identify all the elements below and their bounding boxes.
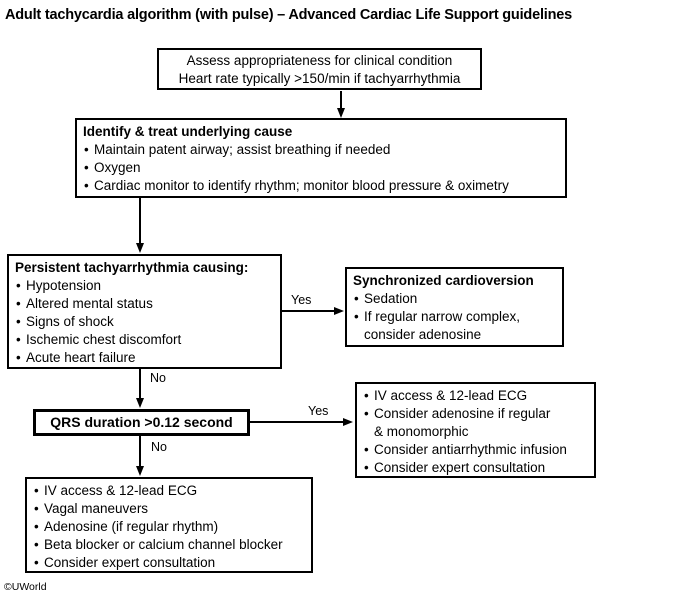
qrs-duration-text: QRS duration >0.12 second (50, 414, 233, 430)
bullet-item: Hypotension (15, 277, 274, 295)
bullet-item: Consider antiarrhythmic infusion (363, 441, 588, 459)
assess-line-2: Heart rate typically >150/min if tachyar… (178, 70, 461, 86)
assess-line-1: Assess appropriateness for clinical cond… (186, 53, 453, 68)
bullet-item: Signs of shock (15, 313, 274, 331)
wide-complex-box: IV access & 12-lead ECG Consider adenosi… (355, 382, 596, 478)
assess-box: Assess appropriateness for clinical cond… (157, 48, 482, 90)
bullet-item: Beta blocker or calcium channel blocker (33, 536, 305, 554)
narrow-complex-box: IV access & 12-lead ECG Vagal maneuvers … (25, 477, 313, 573)
bullet-item: Sedation (353, 290, 556, 308)
uworld-watermark: ©UWorld (4, 581, 47, 593)
yes-label-wide-complex: Yes (308, 404, 329, 418)
identify-treat-box: Identify & treat underlying cause Mainta… (75, 118, 567, 198)
bullet-item: IV access & 12-lead ECG (363, 387, 588, 405)
bullet-item: Acute heart failure (15, 349, 274, 367)
identify-treat-header: Identify & treat underlying cause (83, 124, 293, 139)
bullet-item: Consider expert consultation (363, 459, 588, 477)
synchronized-cardioversion-box: Synchronized cardioversion Sedation If r… (345, 267, 564, 347)
persistent-header: Persistent tachyarrhythmia causing: (15, 260, 249, 275)
bullet-item: Cardiac monitor to identify rhythm; moni… (83, 177, 559, 195)
bullet-item: Maintain patent airway; assist breathing… (83, 141, 559, 159)
no-label-narrow-complex: No (151, 440, 167, 454)
bullet-item: IV access & 12-lead ECG (33, 482, 305, 500)
bullet-item: Oxygen (83, 159, 559, 177)
persistent-tachyarrhythmia-box: Persistent tachyarrhythmia causing: Hypo… (7, 254, 282, 369)
bullet-item: Vagal maneuvers (33, 500, 305, 518)
page-title: Adult tachycardia algorithm (with pulse)… (5, 7, 572, 23)
no-label-qrs: No (150, 371, 166, 385)
yes-label-cardioversion: Yes (291, 293, 312, 307)
bullet-item: Altered mental status (15, 295, 274, 313)
qrs-duration-box: QRS duration >0.12 second (33, 409, 250, 436)
bullet-item: Consider expert consultation (33, 554, 305, 572)
bullet-item: Adenosine (if regular rhythm) (33, 518, 305, 536)
bullet-item: If regular narrow complex, consider aden… (353, 308, 556, 344)
bullet-item: Consider adenosine if regular & monomorp… (363, 405, 588, 441)
cardioversion-header: Synchronized cardioversion (353, 273, 534, 288)
bullet-item: Ischemic chest discomfort (15, 331, 274, 349)
